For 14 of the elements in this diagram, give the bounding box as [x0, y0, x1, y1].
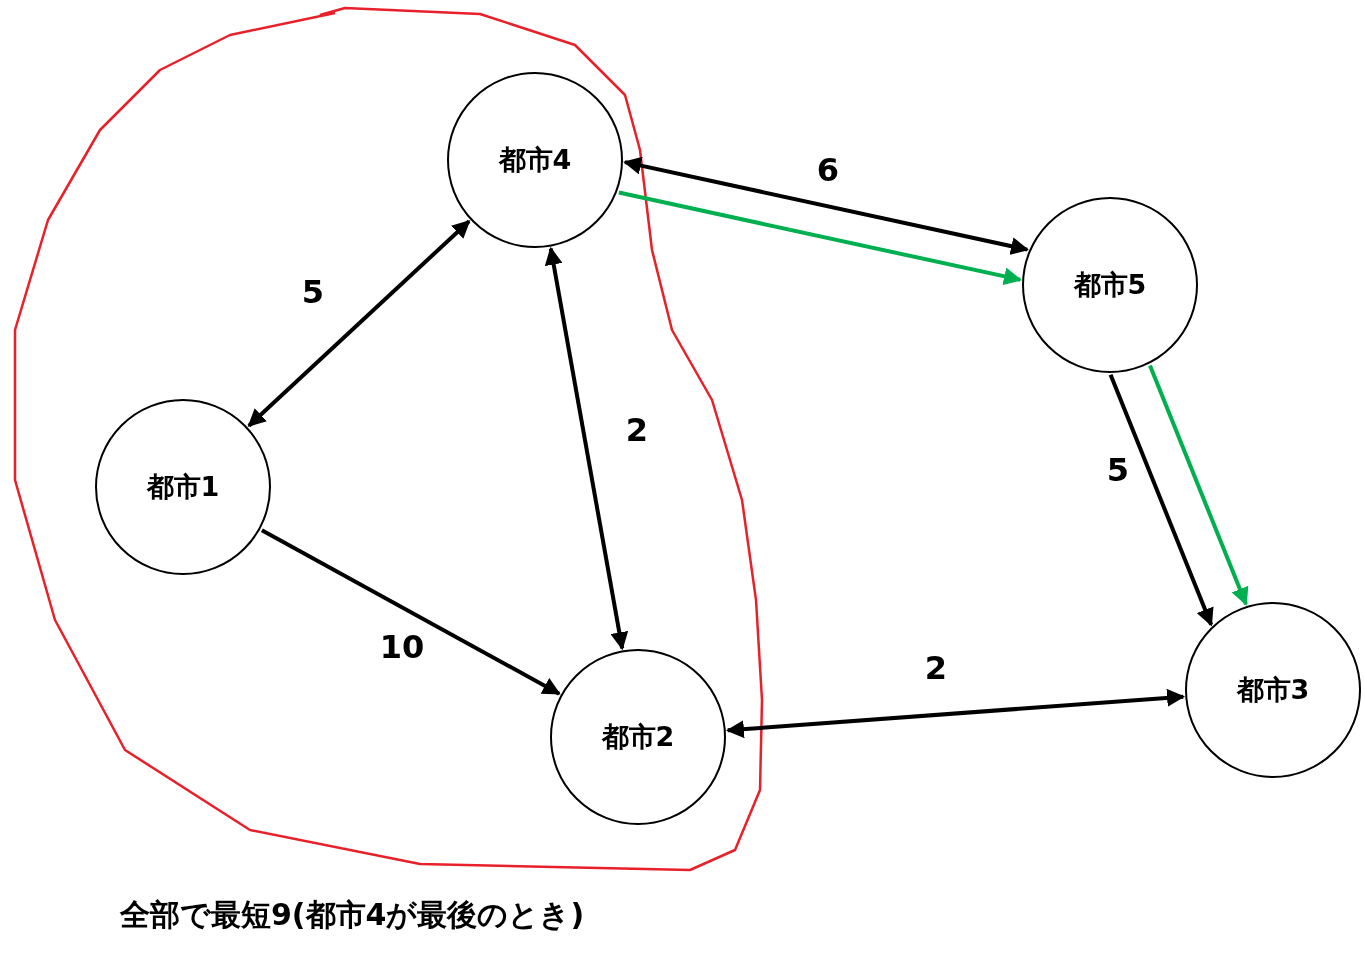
city-name: 都市4 — [498, 143, 572, 177]
city-name: 都市3 — [1236, 673, 1310, 707]
arrow — [623, 156, 1030, 255]
arrow — [247, 219, 471, 428]
city-name: 都市5 — [1073, 268, 1147, 302]
city-name: 都市1 — [146, 470, 220, 504]
arrow — [618, 190, 1022, 286]
arrow — [544, 246, 629, 651]
arrow — [1108, 374, 1214, 627]
arrow — [260, 528, 561, 696]
caption: 全部で最短9(都市4が最後のとき) — [120, 896, 585, 934]
city-name: 都市2 — [601, 720, 675, 754]
arrow — [1148, 364, 1249, 606]
arrow — [725, 688, 1186, 739]
